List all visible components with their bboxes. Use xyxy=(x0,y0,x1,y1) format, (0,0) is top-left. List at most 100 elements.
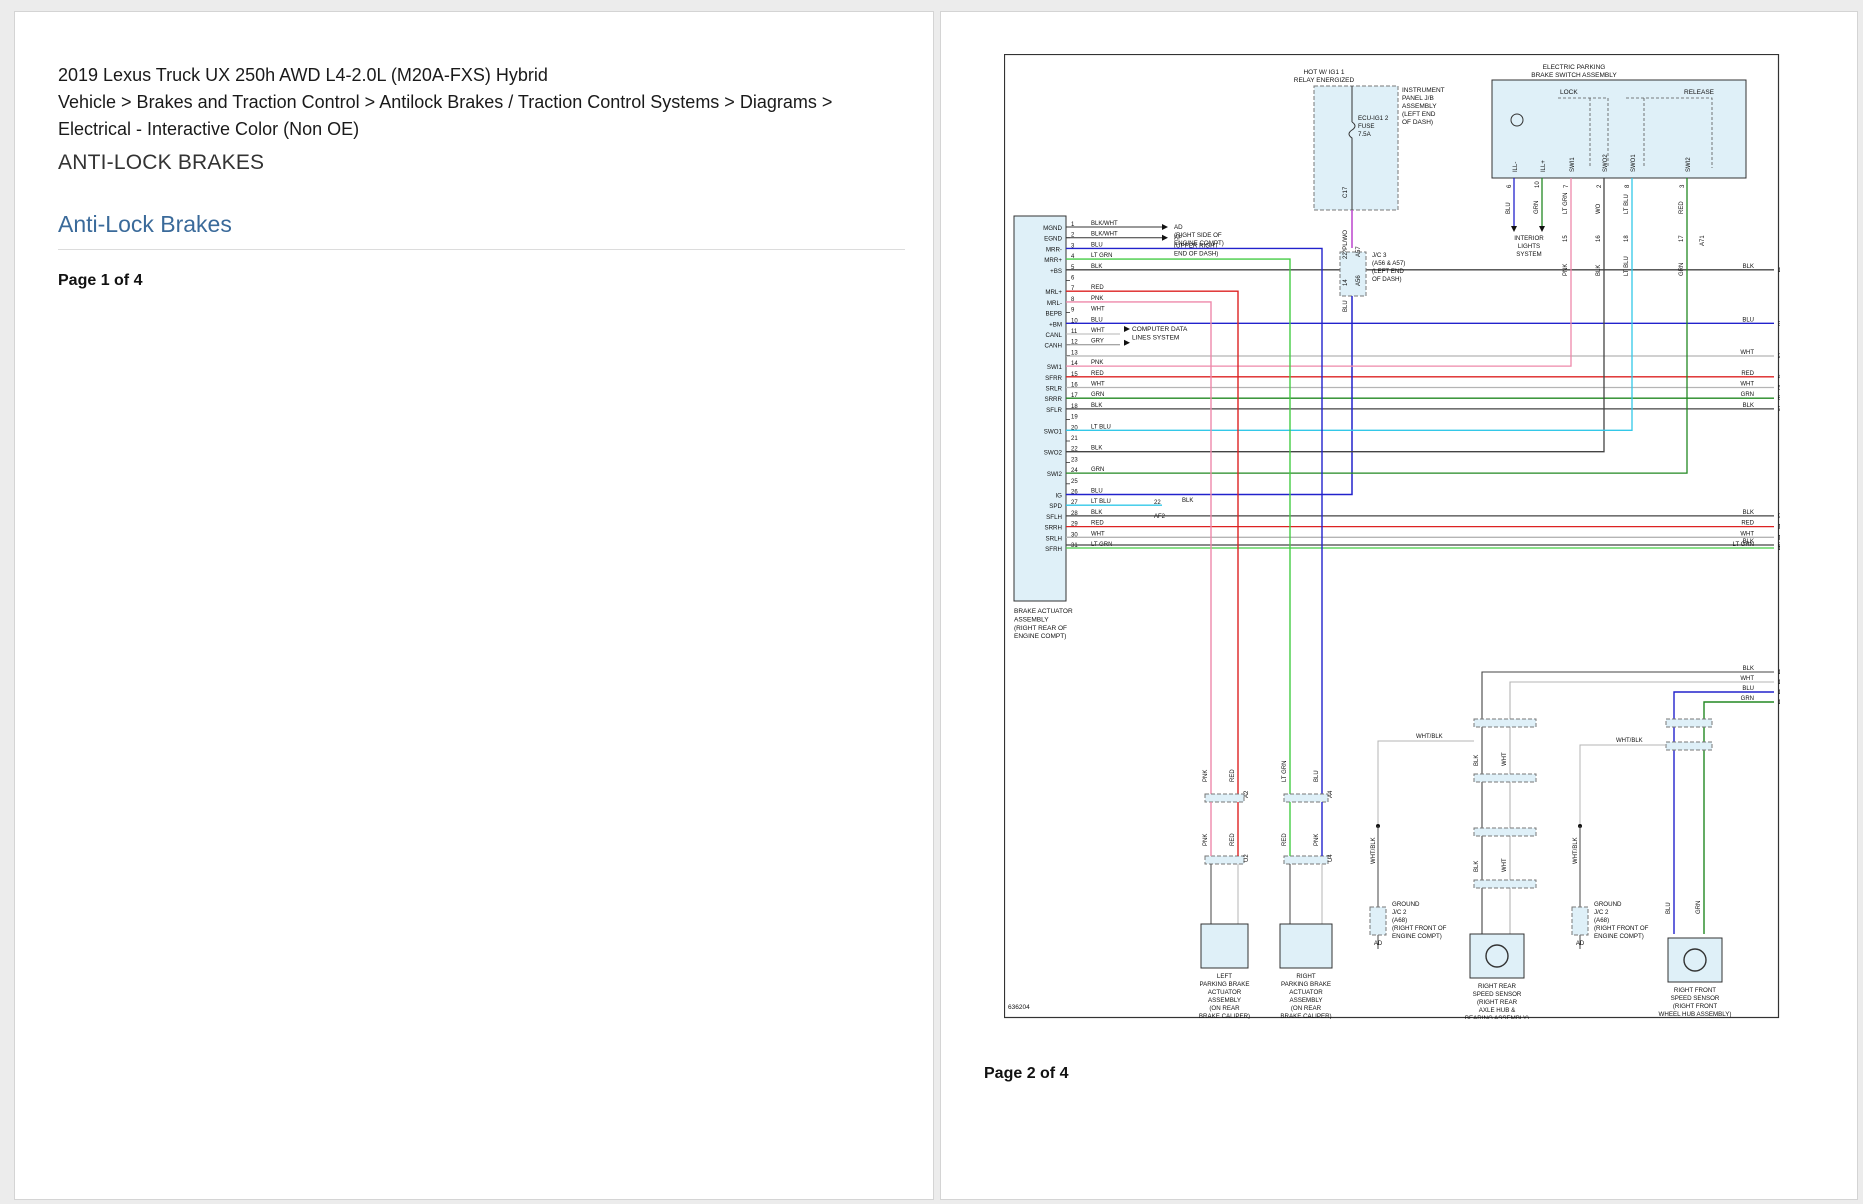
connector-rr xyxy=(1473,718,1537,728)
instrument-panel-jb-box xyxy=(1313,85,1399,211)
wire-color-label: BLK xyxy=(1743,539,1754,545)
section-title-link[interactable]: Anti-Lock Brakes xyxy=(58,211,232,237)
left-parking-brake-box xyxy=(1200,923,1249,969)
instrument-panel-label: ASSEMBLY xyxy=(1402,103,1437,110)
page-number: Page 2 of 4 xyxy=(984,1065,1069,1082)
breadcrumb-path-end[interactable]: Electrical - Interactive Color (Non OE) xyxy=(58,119,360,139)
wire-color-label: WHT xyxy=(1091,531,1105,537)
actuator-pin-number: 8 xyxy=(1071,297,1075,303)
actuator-pin-number: 5 xyxy=(1071,265,1075,271)
instrument-panel-label: OF DASH) xyxy=(1402,119,1433,126)
wire-color-label: BLK xyxy=(1743,403,1754,409)
relay-label: RELAY ENERGIZED xyxy=(1294,77,1355,84)
wire-swo2 xyxy=(1066,178,1605,453)
actuator-terminal-label: MRL- xyxy=(1047,300,1062,307)
right-parking-brake-label: (ON REAR xyxy=(1291,1005,1322,1012)
connector-pin: 16 xyxy=(1596,235,1602,242)
actuator-pin-number: 10 xyxy=(1071,318,1078,324)
actuator-terminal-label: SFLH xyxy=(1046,514,1062,521)
wire-color-label: WHT/BLK xyxy=(1371,837,1377,864)
epb-switch-title: BRAKE SWITCH ASSEMBLY xyxy=(1531,72,1617,79)
sensor-coil-icon xyxy=(1683,948,1707,972)
actuator-pin-number: 6 xyxy=(1071,276,1075,282)
left-parking-brake-label: LEFT xyxy=(1217,973,1232,980)
wire-color-label: BLK xyxy=(1091,403,1102,409)
wire-color-label: BLK xyxy=(1596,265,1602,276)
ground-jc2-box xyxy=(1369,906,1387,936)
wire-color-label: BLK xyxy=(1091,264,1102,270)
ground-jc2-label: J/C 2 xyxy=(1392,909,1407,916)
ground-af-label: (UPPER RIGHT xyxy=(1174,243,1219,250)
wire-color-label: RED xyxy=(1679,201,1685,214)
arrow-icon xyxy=(1124,339,1130,346)
ground-jc2-label: ENGINE COMPT) xyxy=(1594,933,1644,940)
actuator-pin-number: 30 xyxy=(1071,532,1078,538)
connector-pin: 18 xyxy=(1624,235,1630,242)
wire-color-label: BLU xyxy=(1742,686,1754,692)
connector-pin: 14 xyxy=(1343,279,1349,286)
switch-pin-number: 3 xyxy=(1680,184,1686,188)
actuator-pin-number: 23 xyxy=(1071,457,1078,463)
lock-label: LOCK xyxy=(1560,89,1578,96)
interior-lights-label: INTERIOR xyxy=(1514,235,1544,242)
actuator-pin-number: 3 xyxy=(1071,243,1075,249)
connector-label: A4 xyxy=(1328,790,1334,798)
wire-rr-sensor-wht xyxy=(1509,681,1774,934)
wire-color-label: LT BLU xyxy=(1624,194,1630,214)
interior-lights-label: SYSTEM xyxy=(1516,251,1541,258)
wire-color-label: GRN xyxy=(1091,392,1104,398)
ground-jc2-label: GROUND xyxy=(1392,901,1420,908)
rf-speed-sensor-label: WHEEL HUB ASSEMBLY) xyxy=(1659,1011,1732,1018)
wire-color-label: WHT/BLK xyxy=(1616,738,1643,744)
ground-jc2-label: (RIGHT FRONT OF xyxy=(1594,925,1649,932)
actuator-pin-number: 15 xyxy=(1071,372,1078,378)
actuator-label: (RIGHT REAR OF xyxy=(1014,625,1067,632)
actuator-terminal-label: SFRR xyxy=(1045,375,1062,382)
epb-switch-box xyxy=(1491,79,1747,179)
reference-number: 7 xyxy=(1778,407,1780,413)
wire-color-label: PNK xyxy=(1563,264,1569,276)
actuator-label: ENGINE COMPT) xyxy=(1014,633,1066,640)
arrow-icon xyxy=(1511,226,1517,232)
breadcrumb-path[interactable]: Vehicle > Brakes and Traction Control > … xyxy=(58,92,833,112)
fuse-icon xyxy=(1348,86,1356,210)
rr-speed-sensor-label: RIGHT REAR xyxy=(1478,983,1517,990)
wire-color-label: GRN xyxy=(1696,901,1702,914)
brake-actuator-box xyxy=(1013,215,1067,602)
actuator-label: BRAKE ACTUATOR xyxy=(1014,608,1073,615)
ground-jc2-box xyxy=(1571,906,1589,936)
wire-color-label: GRY xyxy=(1091,339,1104,345)
right-parking-brake-label: RIGHT xyxy=(1296,973,1315,980)
wire-color-label: LT GRN xyxy=(1563,193,1569,214)
reference-number: 10 xyxy=(1778,525,1780,531)
wire-color-label: RED xyxy=(1091,521,1104,527)
connector-label: A56 xyxy=(1356,275,1362,286)
wire-color-label: RED xyxy=(1741,521,1754,527)
actuator-pin-number: 24 xyxy=(1071,468,1078,474)
actuator-pin-number: 7 xyxy=(1071,286,1075,292)
ground-jc2-label: GROUND xyxy=(1594,901,1622,908)
connector-pin: 17 xyxy=(1679,235,1685,242)
switch-terminal-label: ILL+ xyxy=(1541,160,1547,172)
page-number: Page 1 of 4 xyxy=(58,272,143,289)
wire-color-label: GRN xyxy=(1741,696,1754,702)
switch-pin-number: 6 xyxy=(1507,184,1513,188)
wire-color-label: WHT xyxy=(1091,382,1105,388)
wire-color-label: BLK xyxy=(1182,498,1193,504)
switch-contacts-icon xyxy=(1558,97,1713,168)
wire-color-label: RED xyxy=(1230,833,1236,846)
reference-number: 3 xyxy=(1778,321,1780,327)
wire-color-label: PNK xyxy=(1203,834,1209,846)
switch-pin-number: 10 xyxy=(1535,181,1541,188)
wire-color-label: WHT/BLK xyxy=(1573,837,1579,864)
connector-label: A71 xyxy=(1700,235,1706,246)
rf-speed-sensor-label: RIGHT FRONT xyxy=(1674,987,1716,994)
ground-ad-label: (RIGHT SIDE OF xyxy=(1174,232,1222,239)
connector-rf xyxy=(1665,741,1713,751)
wire-color-label: LT GRN xyxy=(1282,761,1288,782)
wire-color-label: BLU xyxy=(1091,317,1103,323)
wire-color-label: PNK xyxy=(1091,296,1103,302)
actuator-terminal-label: SRRR xyxy=(1044,396,1062,403)
fuse-label: FUSE xyxy=(1358,123,1375,130)
wire-swi1 xyxy=(1066,178,1572,367)
